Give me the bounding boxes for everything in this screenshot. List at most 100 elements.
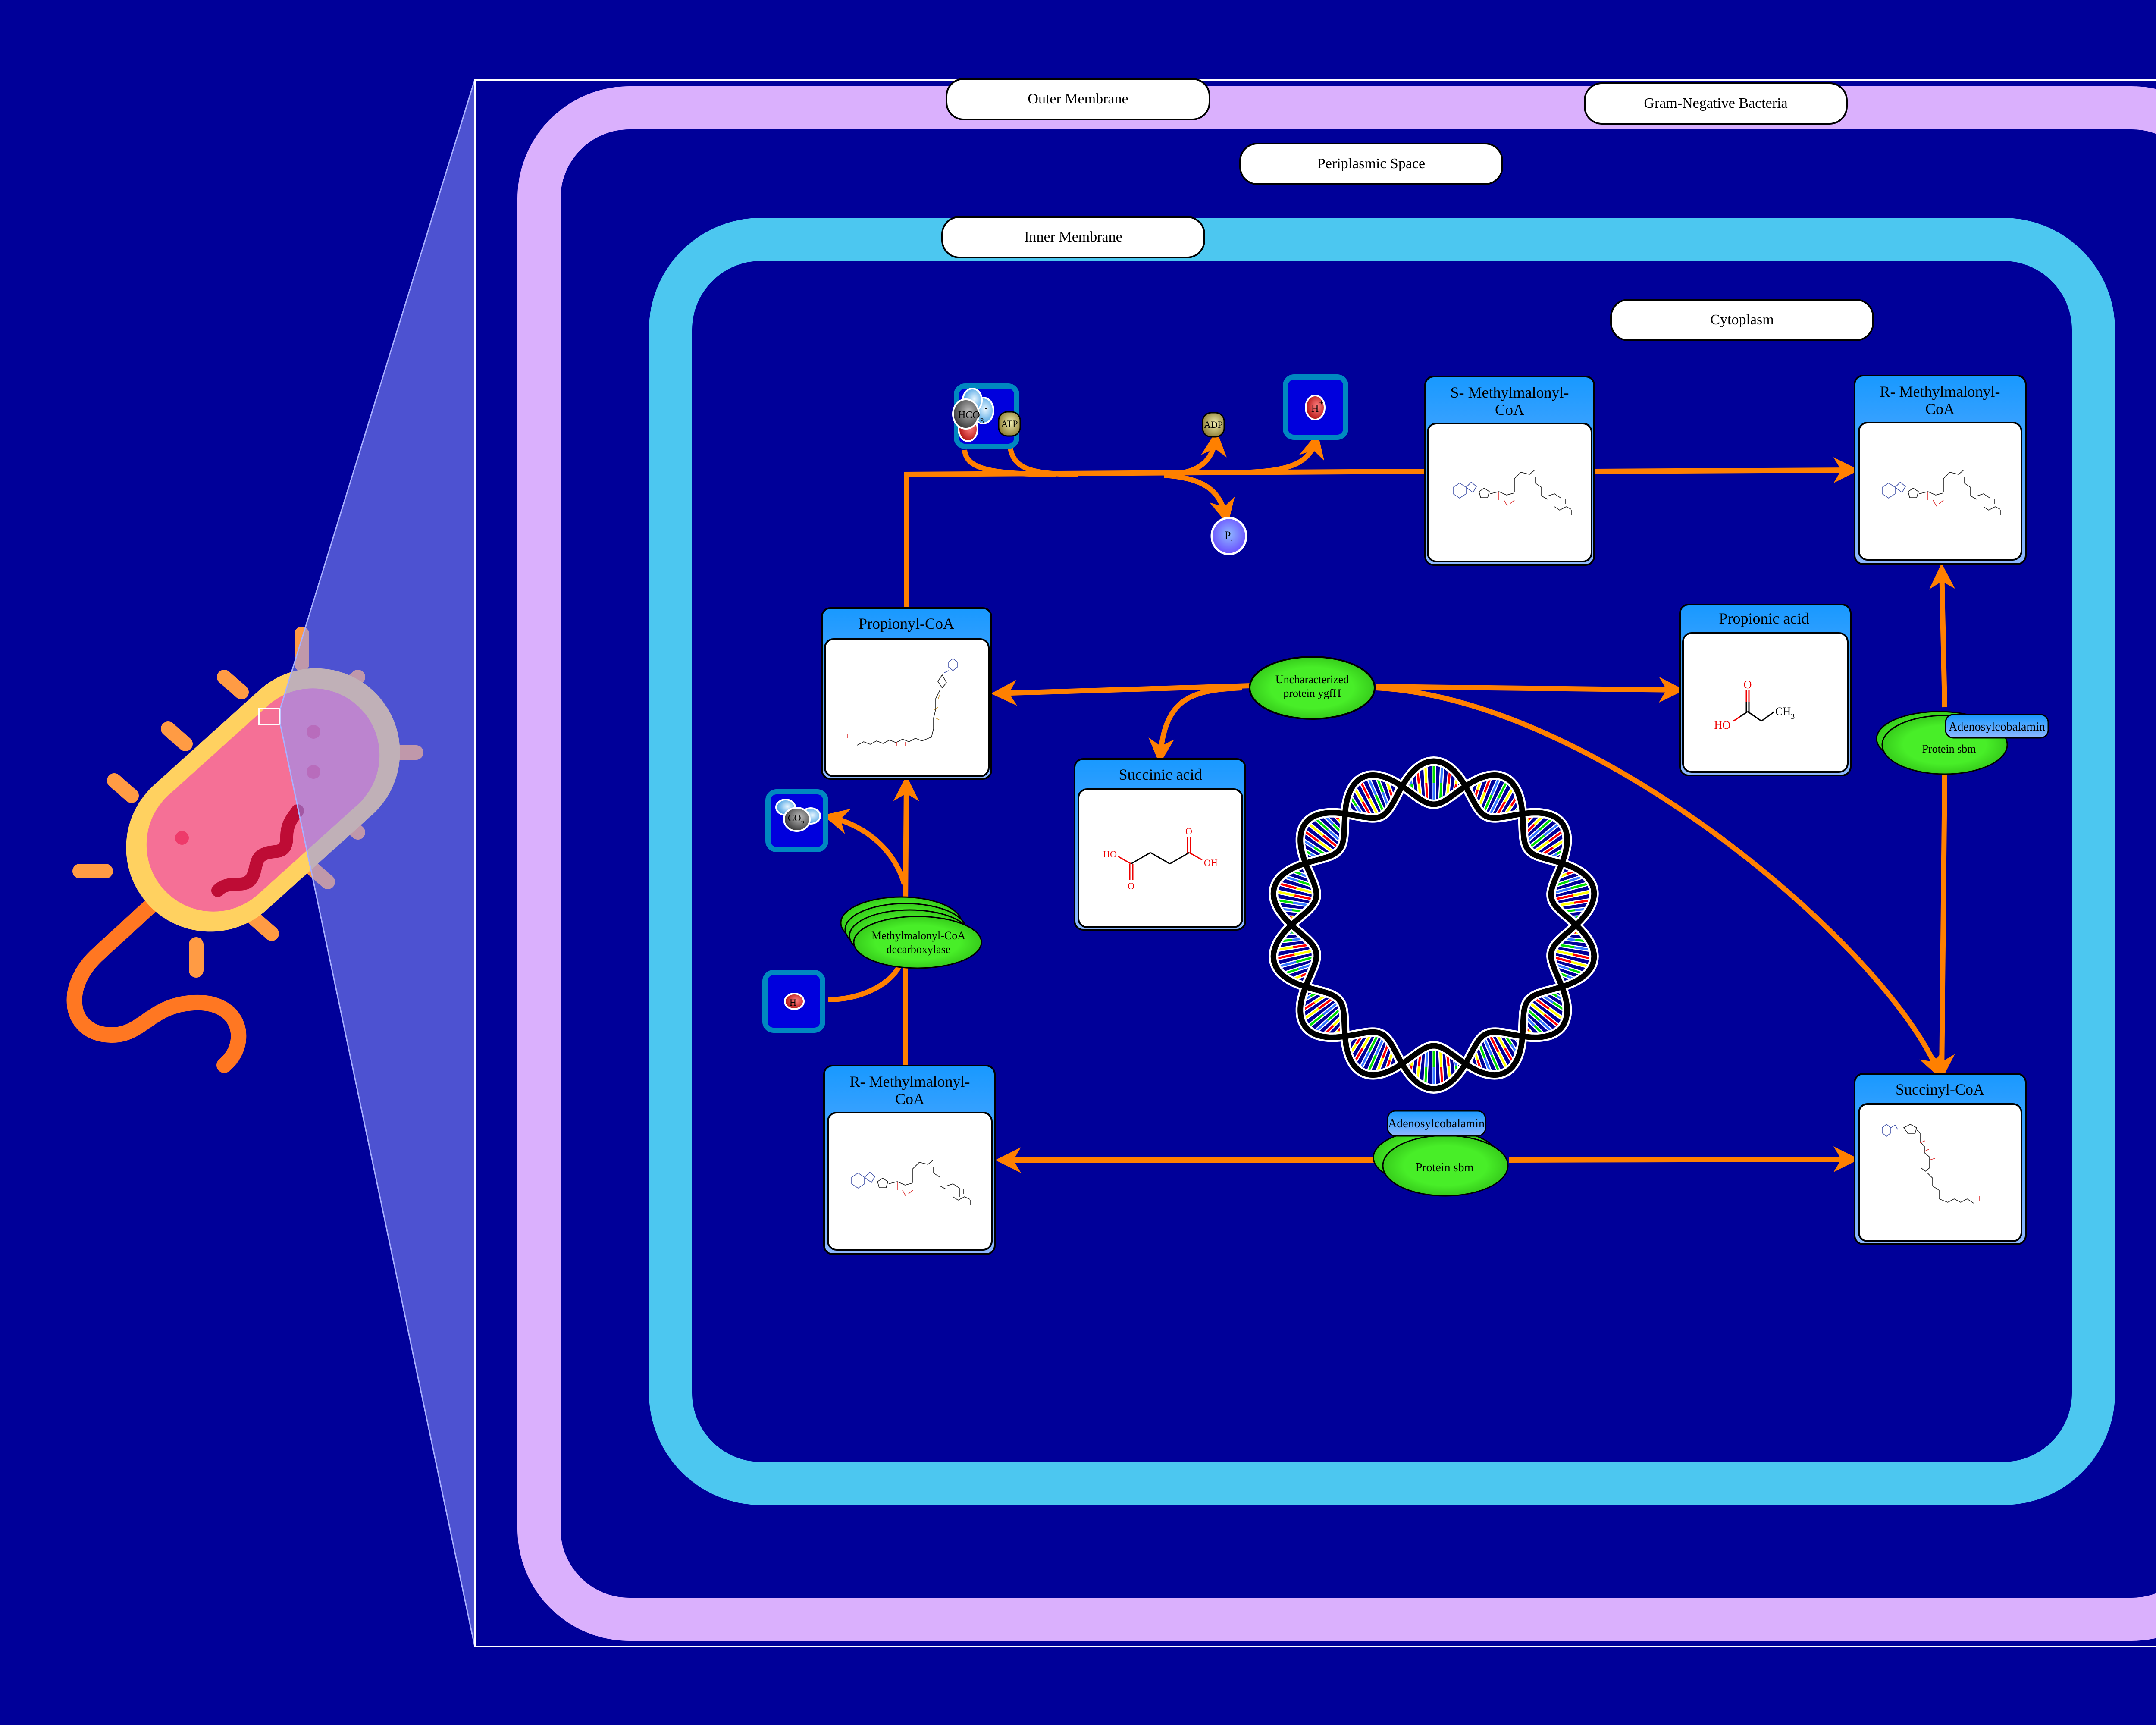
atom-subscript: 3: [1791, 712, 1795, 721]
metabolite-succinic-acid[interactable]: Succinic acid O O HO OH: [1074, 758, 1246, 931]
small-molecule-phosphate[interactable]: Pi: [1210, 517, 1247, 555]
cofactor-adenosylcobalamin[interactable]: Adenosylcobalamin: [1387, 1110, 1486, 1137]
cofactor-name: Adenosylcobalamin: [1388, 1117, 1485, 1130]
edge-ygfh-to-propionyl[interactable]: [991, 680, 1251, 706]
metabolite-r-methylmalonyl-coa-bottom[interactable]: R- Methylmalonyl- CoA: [823, 1065, 996, 1255]
protein-name: Uncharacterized: [1275, 673, 1349, 686]
proton-formula: H+: [790, 994, 801, 1008]
phosphate-formula: Pi: [1225, 529, 1233, 546]
metabolite-name: S- Methylmalonyl-: [1451, 384, 1569, 401]
outer-membrane[interactable]: [517, 86, 2156, 1641]
label-inner-membrane: Inner Membrane: [941, 216, 1205, 258]
metabolite-name: CoA: [895, 1090, 924, 1107]
phosphate-subscript: i: [1231, 537, 1233, 546]
structure-coa-icon: [1882, 470, 2001, 515]
small-molecule-atp[interactable]: ATP: [998, 411, 1021, 437]
bicarbonate-subscript: 3: [980, 417, 984, 425]
outer-membrane-label: Outer Membrane: [1028, 91, 1128, 107]
metabolite-name: Succinyl-CoA: [1896, 1081, 1984, 1098]
edge-sbm-to-succinyl[interactable]: [1929, 772, 1955, 1080]
bicarbonate-formula: HCO3-: [958, 403, 987, 425]
metabolite-propionic-acid[interactable]: Propionic acid O HO CH3: [1679, 604, 1852, 776]
edge-hco3-in[interactable]: [962, 449, 1057, 477]
metabolite-r-methylmalonyl-coa-top[interactable]: R- Methylmalonyl- CoA: [1854, 375, 2027, 565]
dna-strand: [1270, 772, 1597, 1092]
metabolite-name: R- Methylmalonyl-: [850, 1073, 970, 1090]
edge-ygfh-to-propionic[interactable]: [1375, 677, 1685, 703]
protein-name: decarboxylase: [887, 943, 951, 956]
carbon-atom-icon: [952, 398, 980, 430]
structure-succinic-acid: O O HO OH: [1103, 826, 1218, 891]
flagellum: [66, 898, 247, 1073]
atom-label: CH: [1775, 705, 1791, 718]
metabolite-s-methylmalonyl-coa[interactable]: S- Methylmalonyl- CoA: [1424, 376, 1595, 566]
proton-charge: +: [797, 994, 801, 1001]
metabolite-name: Succinic acid: [1119, 766, 1202, 783]
edge-to-co2[interactable]: [823, 809, 907, 885]
chromosome-squiggle: [211, 804, 304, 897]
edge-s-to-r-mmcoa[interactable]: [1593, 457, 1859, 483]
cofactor-name: Adenosylcobalamin: [1949, 720, 2045, 734]
protein-sbm-bottom[interactable]: Protein sbm Adenosylcobalamin: [1373, 1110, 1509, 1197]
protein-name: Protein sbm: [1922, 743, 1976, 755]
edge-ygfh-to-succinic[interactable]: [1148, 685, 1242, 764]
co2-subscript: 2: [801, 820, 805, 827]
small-molecule-co2[interactable]: CO2: [765, 789, 828, 852]
atom-label: O: [1744, 678, 1752, 691]
proton-label: H: [790, 997, 796, 1008]
ribosome-dot: [175, 831, 189, 845]
bicarbonate-charge: -: [985, 403, 988, 413]
atom-label: O: [1185, 826, 1192, 837]
metabolite-succinyl-coa[interactable]: Succinyl-CoA: [1854, 1073, 2027, 1245]
atom-label: HO: [1714, 719, 1730, 731]
carbon-atom-icon: [783, 807, 811, 832]
small-molecule-proton-left[interactable]: H+: [762, 970, 825, 1033]
proton-label: H: [1311, 403, 1319, 414]
zoom-cone-edge: [279, 79, 476, 709]
metabolite-name: CoA: [1495, 401, 1524, 418]
label-cytoplasm: Cytoplasm: [1610, 299, 1874, 341]
protein-name: protein ygfH: [1283, 687, 1341, 699]
atom-label: HO: [1103, 849, 1117, 859]
cytoplasm-label: Cytoplasm: [1710, 312, 1774, 328]
protein-methylmalonyl-coa-decarboxylase[interactable]: Methylmalonyl-CoA decarboxylase: [840, 896, 982, 969]
structure-coa-icon: [1882, 1123, 1980, 1208]
cofactor-adenosylcobalamin[interactable]: Adenosylcobalamin: [1945, 714, 2049, 739]
edge-sbm-to-succinyl-bottom[interactable]: [1509, 1146, 1859, 1173]
metabolite-name: Propionic acid: [1719, 610, 1809, 627]
small-molecule-proton-top[interactable]: H+: [1283, 374, 1348, 440]
inner-membrane[interactable]: [649, 218, 2115, 1505]
atp-label: ATP: [1001, 418, 1018, 429]
structure-coa-icon: [847, 658, 958, 746]
edge-to-pi[interactable]: [1164, 473, 1235, 525]
edge-sbm-to-r-mmcoa[interactable]: [1929, 563, 1955, 708]
protein-sbm-right[interactable]: Protein sbm Adenosylcobalamin: [1876, 711, 2049, 775]
bicarbonate-label: HCO: [958, 410, 980, 421]
proton-charge: +: [1319, 398, 1323, 407]
organism-label: Gram-Negative Bacteria: [1644, 95, 1787, 111]
phosphate-label: P: [1225, 529, 1231, 542]
metabolite-name: CoA: [1925, 400, 1955, 417]
structure-propionic-acid: O HO CH3: [1714, 678, 1795, 731]
edge-to-adp[interactable]: [1164, 430, 1227, 477]
label-outer-membrane: Outer Membrane: [946, 78, 1210, 120]
small-molecule-adp[interactable]: ADP: [1202, 412, 1225, 438]
structure-coa-icon: [1453, 470, 1572, 515]
zoom-cone-edge: [279, 724, 476, 1647]
protein-ygfh[interactable]: Uncharacterized protein ygfH: [1249, 656, 1376, 720]
metabolite-name: R- Methylmalonyl-: [1880, 383, 2000, 400]
protein-name: Protein sbm: [1416, 1161, 1474, 1174]
edge-ygfh-to-succinyl[interactable]: [1375, 685, 1943, 1079]
proton-formula: H+: [1311, 398, 1324, 414]
edge-to-proton[interactable]: [1250, 433, 1325, 475]
methyl-formula: CH3: [1775, 705, 1795, 721]
label-periplasm: Periplasmic Space: [1239, 143, 1503, 185]
inner-membrane-label: Inner Membrane: [1024, 229, 1122, 245]
metabolite-propionyl-coa[interactable]: Propionyl-CoA: [821, 607, 992, 780]
protein-name: Methylmalonyl-CoA: [871, 929, 965, 942]
dna-plasmid-icon: [1269, 756, 1599, 1094]
periplasm-label: Periplasmic Space: [1317, 156, 1425, 172]
adp-label: ADP: [1204, 419, 1223, 430]
co2-formula: CO2: [788, 812, 805, 827]
